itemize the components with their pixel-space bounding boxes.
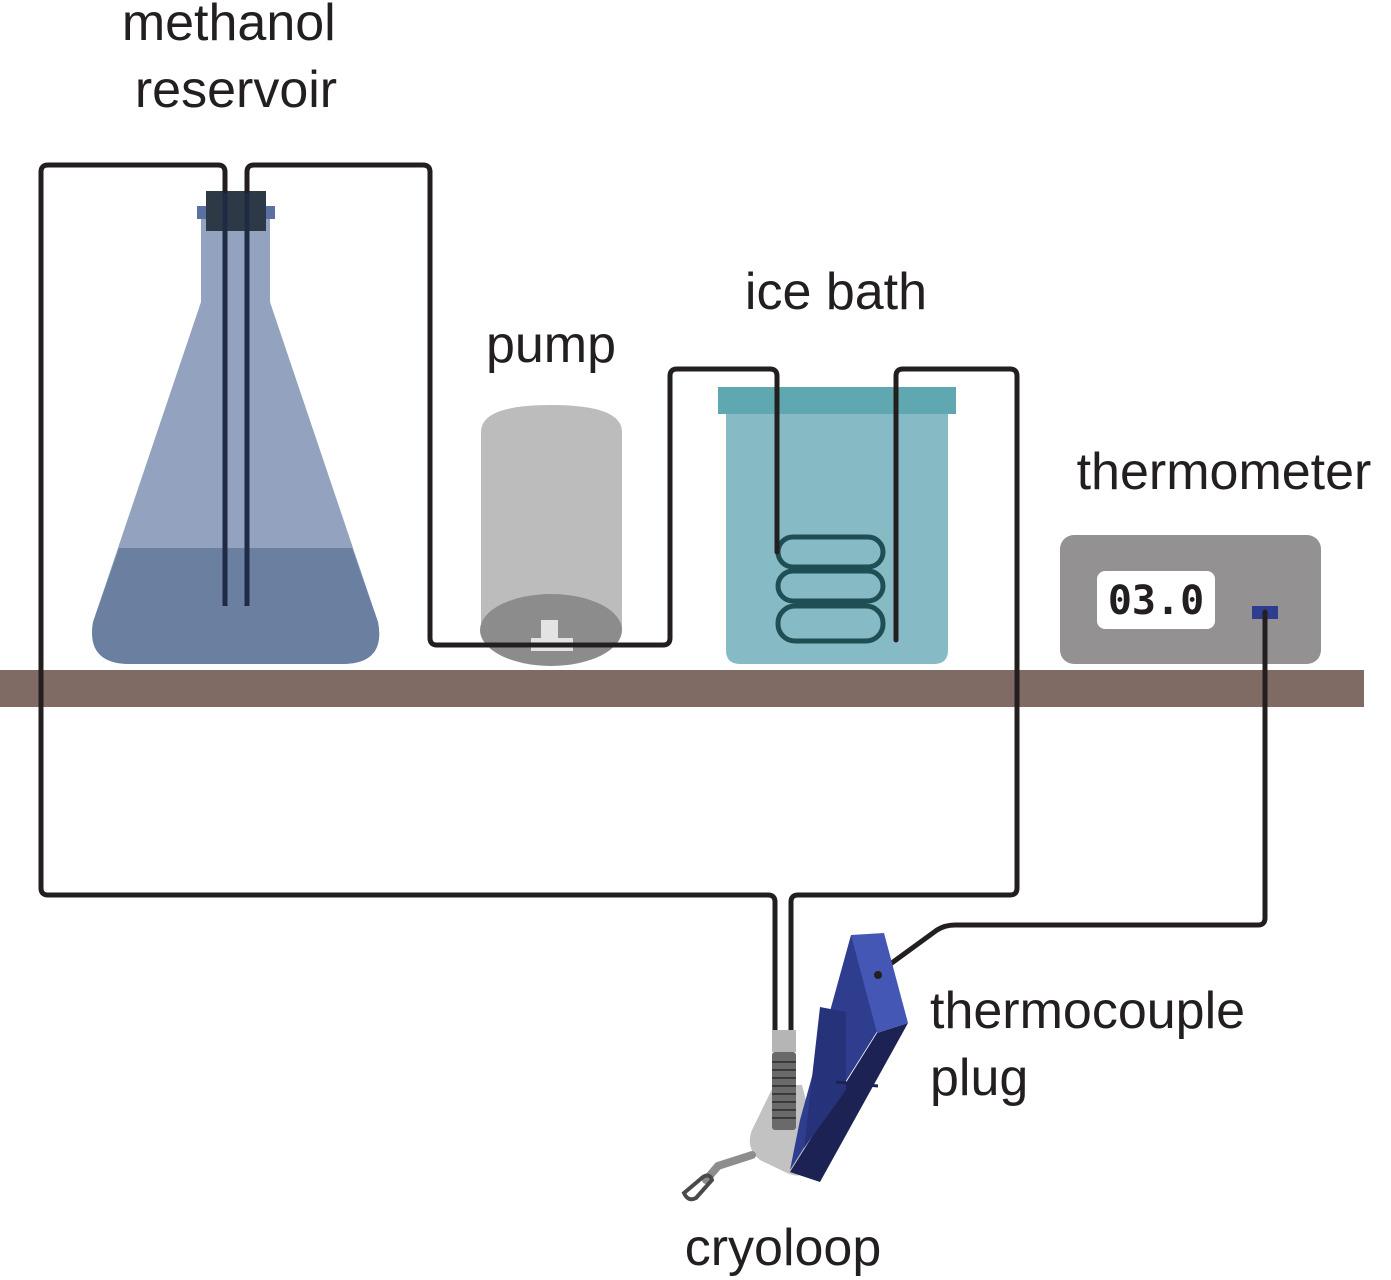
pump-body [481,405,622,630]
plug-top-highlight [851,933,908,1033]
shelf [0,670,1364,707]
ice-bath-coil-2 [775,568,886,604]
cryoloop-inlet-ring [772,1030,796,1052]
label-pump: pump [486,316,616,374]
label-methanol-reservoir-line2: reservoir [135,61,337,119]
ice-bath-coil-3 [775,603,886,644]
methanol-reservoir-flask [92,191,380,664]
label-cryoloop: cryoloop [685,1219,882,1277]
label-thermometer: thermometer [1077,443,1372,501]
tubing [38,162,1268,1038]
pump [480,405,622,666]
tube-icebath-to-cryoloop [788,366,1020,1038]
label-methanol-reservoir: methanol reservoir [122,0,350,119]
plug-side-dark [790,1023,908,1182]
thermometer-reading: 03.0 [1108,578,1204,624]
label-ice-bath: ice bath [745,263,927,321]
cryoloop-assembly [681,933,908,1202]
cryoloop-loop [681,1173,715,1202]
plug-lower-block [804,1007,846,1148]
ice-bath-rim [718,387,956,414]
pump-outlet-fitting [541,620,558,640]
flask-stopper [206,191,266,231]
plug-seam [835,1080,879,1088]
ice-bath [718,387,956,664]
plug-wire-port [874,971,882,979]
thermometer: 03.0 [1060,535,1321,664]
cryoloop-pin [702,1151,756,1184]
cryoloop-coil-rings [772,1061,796,1119]
label-thermocouple-plug-line2: plug [930,1049,1028,1107]
label-thermocouple-plug: thermocouple plug [930,982,1260,1107]
tube-cryoloop-to-flask [38,162,778,1038]
label-thermocouple-plug-line1: thermocouple [930,982,1245,1040]
thermocouple-wire [875,609,1268,976]
label-methanol-reservoir-line1: methanol [122,0,336,52]
flask-liquid [92,548,380,664]
thermometer-display [1097,571,1215,629]
thermocouple-plug [790,933,908,1182]
tube-flask-to-pump [244,162,780,648]
